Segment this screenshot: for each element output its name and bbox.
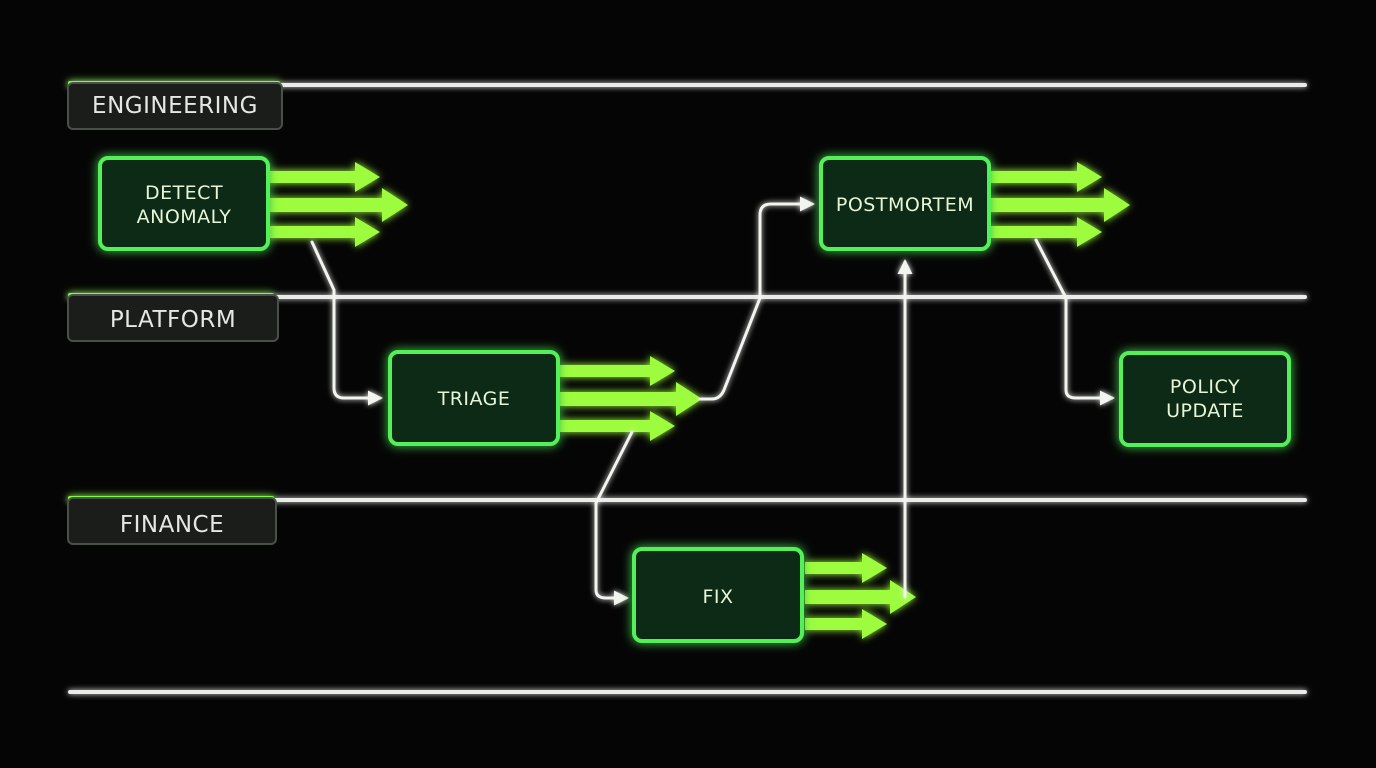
node-policy-update[interactable]: POLICY UPDATE [1119, 351, 1291, 447]
arrow-icon [805, 580, 916, 614]
node-postmortem[interactable]: POSTMORTEM [819, 156, 991, 251]
node-label: POSTMORTEM [836, 194, 974, 216]
lane-label-box [67, 82, 283, 130]
connectors [310, 196, 1115, 606]
node-triage[interactable]: TRIAGE [388, 350, 560, 446]
arrow-group-postmortem [990, 162, 1130, 247]
lane-platform: PLATFORM [67, 294, 279, 342]
arrow-icon [990, 217, 1102, 247]
arrow-group-detect [268, 162, 408, 247]
lane-label-box [67, 294, 279, 342]
arrow-icon [805, 553, 887, 583]
arrow-icon [268, 217, 380, 247]
lane-label-platform: PLATFORM [110, 307, 236, 333]
node-label: TRIAGE [437, 388, 511, 410]
lane-finance: FINANCE [67, 497, 277, 545]
node-box [98, 156, 270, 251]
arrow-group-fix [805, 553, 916, 639]
connector-detect-triage [310, 240, 383, 406]
node-label-line-2: ANOMALY [137, 206, 232, 228]
lane-label-engineering: ENGINEERING [92, 93, 258, 119]
arrow-icon [560, 382, 702, 416]
node-fix[interactable]: FIX [632, 547, 804, 643]
node-detect-anomaly[interactable]: DETECT ANOMALY [98, 156, 270, 251]
arrow-icon [990, 162, 1102, 192]
arrow-icon [560, 411, 675, 441]
arrow-group-triage [560, 356, 702, 441]
node-box [388, 350, 560, 446]
connector-triage-postmortem [698, 196, 815, 401]
node-label-line-2: UPDATE [1166, 400, 1244, 422]
arrow-icon [268, 162, 380, 192]
node-box [1119, 351, 1291, 447]
arrow-icon [268, 188, 408, 222]
arrow-icon [805, 609, 887, 639]
lane-accents [68, 81, 280, 500]
arrow-icon [560, 356, 675, 386]
lane-engineering: ENGINEERING [67, 82, 283, 130]
connector-postmortem-policy [1034, 238, 1115, 406]
node-label-line-1: POLICY [1170, 376, 1240, 398]
nodes: DETECT ANOMALY TRIAGE FIX POSTMORTEM POL… [98, 156, 1291, 643]
node-label-line-1: DETECT [145, 182, 223, 204]
green-arrows [268, 162, 1130, 639]
node-label: FIX [702, 586, 733, 608]
lane-label-finance: FINANCE [120, 512, 224, 538]
node-box [819, 156, 991, 251]
lane-label-box [67, 497, 277, 545]
connector-triage-fix [594, 430, 634, 606]
node-box [632, 547, 804, 643]
arrow-icon [990, 188, 1130, 222]
